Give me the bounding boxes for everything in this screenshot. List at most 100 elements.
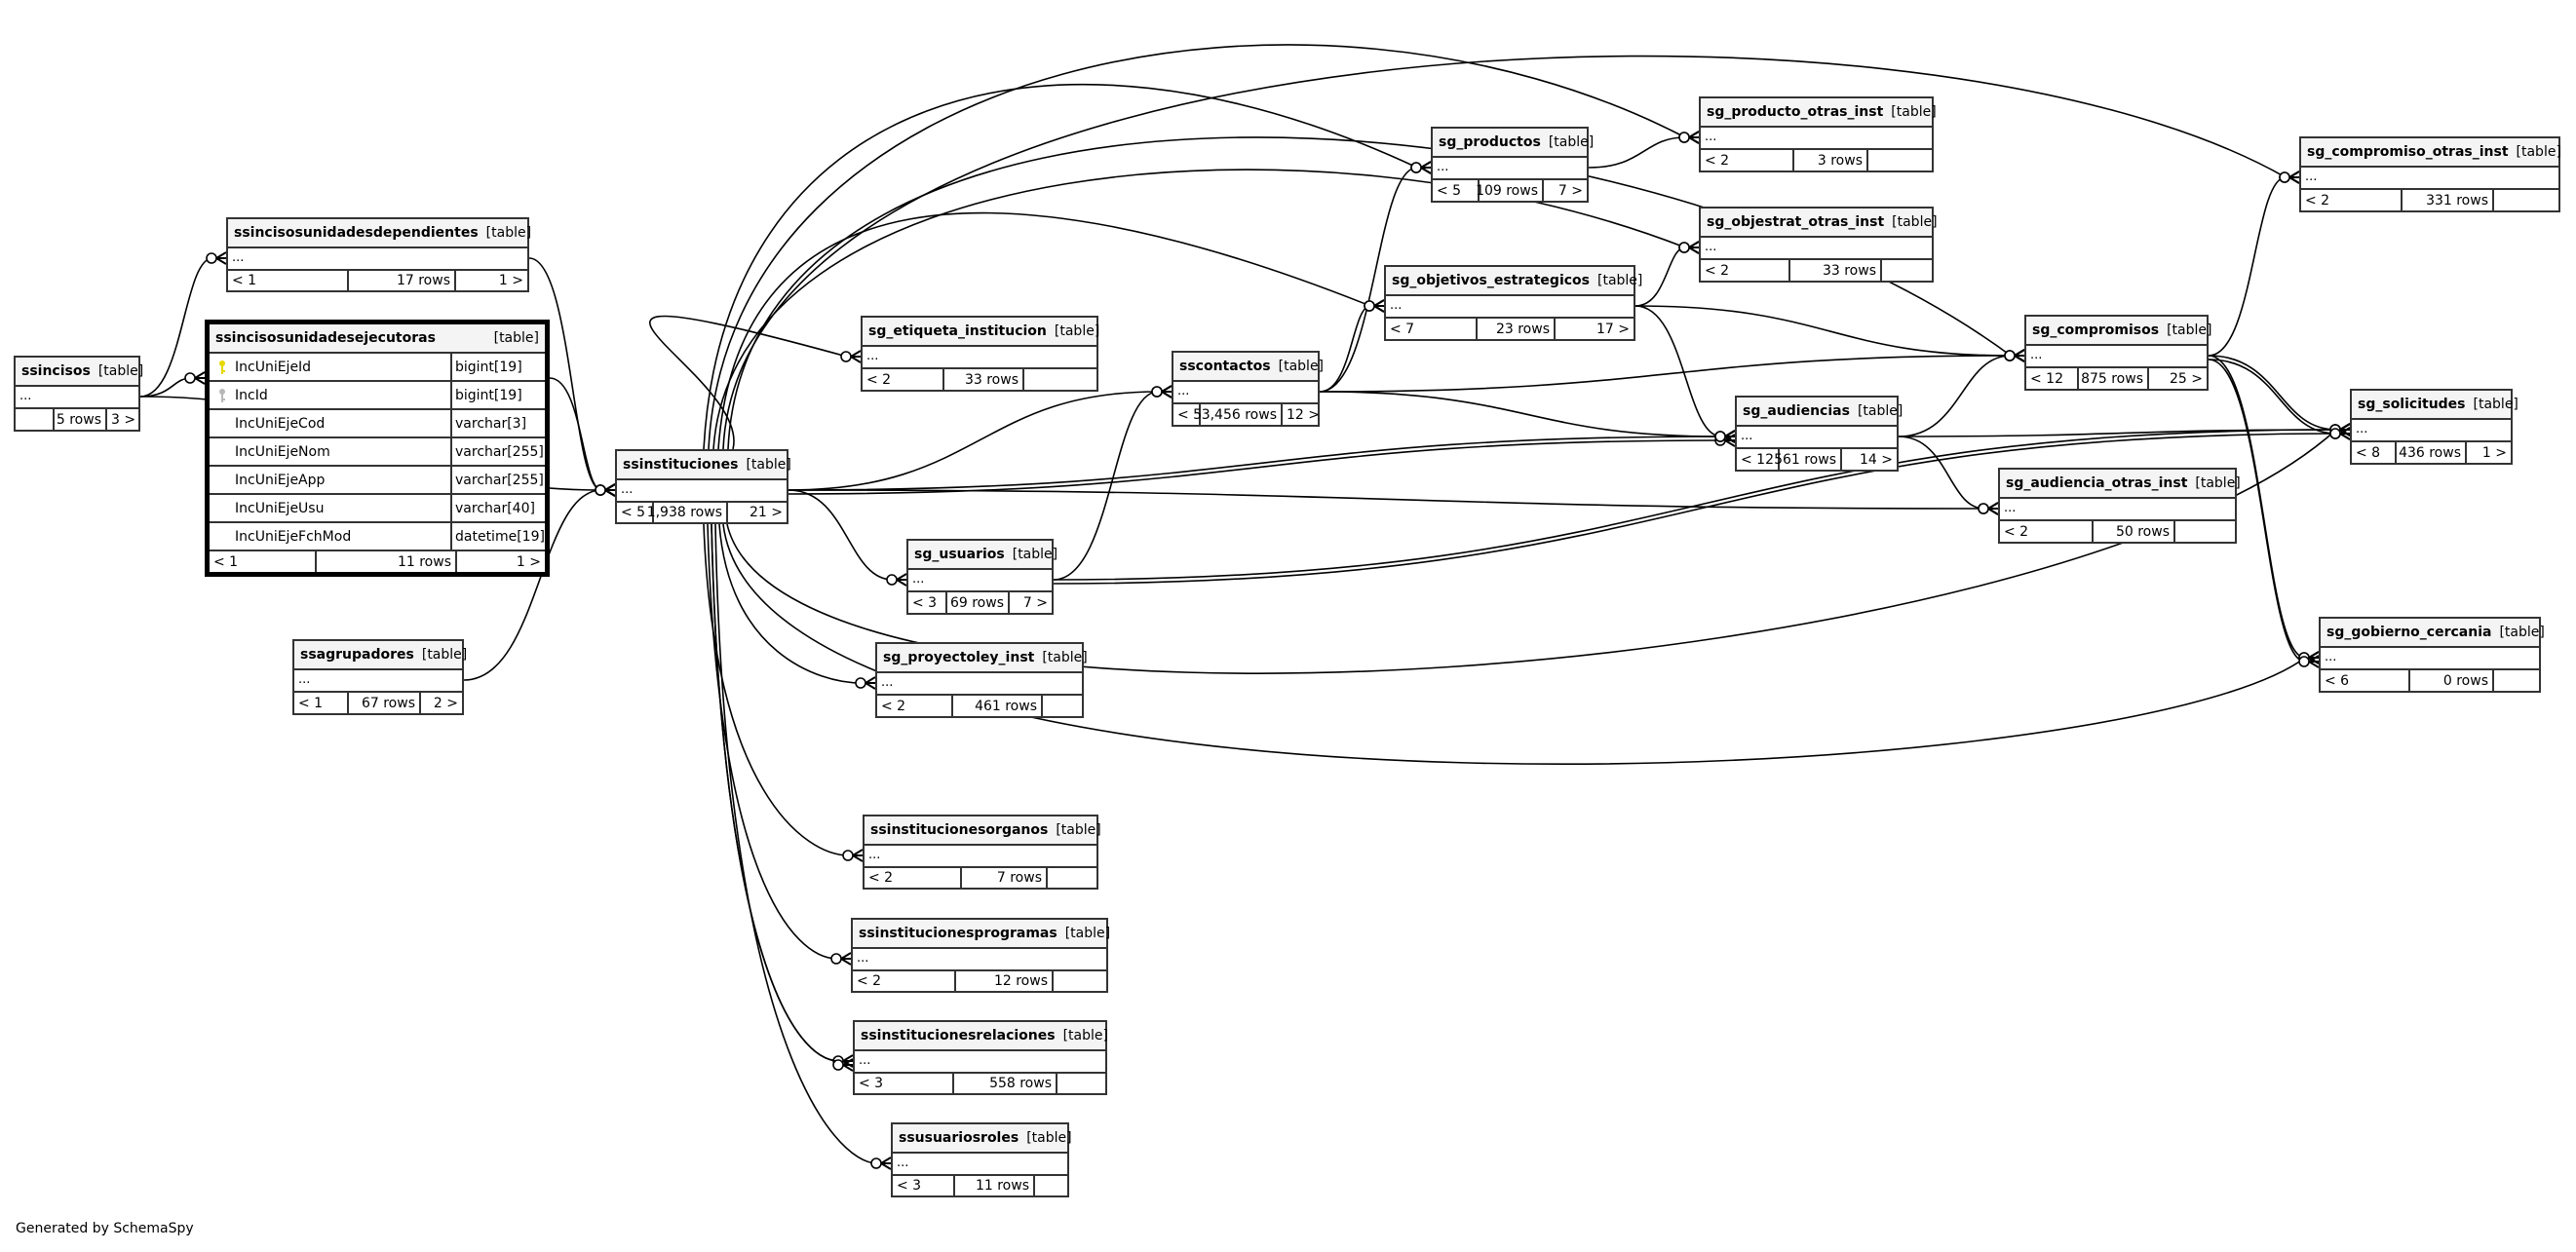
relationship-edge[interactable] (1588, 136, 1686, 169)
table-header[interactable]: sg_productos[table] (1433, 129, 1594, 158)
child-count-link[interactable] (1868, 150, 1932, 171)
relationship-edge[interactable] (1898, 355, 2012, 437)
relationship-edge[interactable] (788, 436, 1722, 491)
parent-count-link[interactable]: < 5 (1433, 180, 1480, 201)
table-name[interactable]: ssusuariosroles (899, 1130, 1019, 1146)
child-count-link[interactable]: 7 > (1557, 182, 1583, 199)
parent-count-link[interactable]: < 7 (1386, 319, 1478, 339)
parent-count-link[interactable]: < 2 (863, 369, 944, 390)
relationship-edge[interactable] (707, 523, 838, 960)
table-header[interactable]: sscontactos[table] (1173, 353, 1324, 382)
relationship-edge[interactable] (463, 489, 602, 681)
table-header[interactable]: ssinstitucionesrelaciones[table] (855, 1022, 1108, 1051)
table-header[interactable]: ssusuariosroles[table] (893, 1124, 1072, 1154)
child-count-link[interactable]: 1 > (516, 553, 541, 570)
table-header[interactable]: ssagrupadores[table] (294, 641, 467, 670)
parent-count-link[interactable] (16, 409, 55, 430)
table-name[interactable]: ssinstitucionesorganos (870, 822, 1049, 838)
table-header[interactable]: ssinstituciones[table] (617, 451, 791, 480)
table-header[interactable]: sg_compromisos[table] (2026, 317, 2211, 346)
table-name[interactable]: sg_compromiso_otras_inst (2307, 144, 2509, 160)
parent-count-link[interactable]: < 3 (855, 1074, 954, 1093)
table-header[interactable]: sg_usuarios[table] (908, 541, 1057, 570)
relationship-edge[interactable] (722, 55, 2287, 450)
table-name[interactable]: ssinstitucionesrelaciones (861, 1028, 1056, 1043)
table-name[interactable]: sg_gobierno_cercania (2326, 625, 2492, 640)
table-name[interactable]: sg_productos (1439, 134, 1541, 150)
relationship-edge[interactable] (2208, 176, 2287, 357)
child-count-link[interactable]: 12 > (1287, 406, 1320, 423)
child-count-link[interactable]: 2 > (433, 695, 458, 711)
table-header[interactable]: ssincisosunidadesejecutoras[table] (210, 324, 545, 354)
child-count-link[interactable] (1057, 1074, 1105, 1093)
child-count-link[interactable]: 21 > (750, 505, 783, 520)
table-name[interactable]: ssincisosunidadesejecutoras (215, 330, 436, 346)
table-header[interactable]: ssincisosunidadesdependientes[table] (228, 219, 531, 248)
table-ssincisosunidadesdependientes[interactable]: ssincisosunidadesdependientes[table]...<… (226, 217, 531, 292)
table-header[interactable]: sg_producto_otras_inst[table] (1701, 98, 1937, 128)
relationship-edge[interactable] (1634, 247, 1686, 307)
table-header[interactable]: sg_etiqueta_institucion[table] (863, 318, 1099, 347)
relationship-edge[interactable] (139, 257, 213, 398)
table-name[interactable]: sg_usuarios (914, 547, 1005, 562)
child-count-link[interactable] (2175, 521, 2235, 542)
relationship-edge[interactable] (788, 439, 1722, 495)
child-count-link[interactable] (1024, 369, 1096, 390)
child-count-link[interactable]: 17 > (1596, 321, 1630, 337)
child-count-link[interactable]: 1 > (2481, 444, 2507, 461)
table-header[interactable]: sg_gobierno_cercania[table] (2321, 619, 2545, 648)
relationship-edge[interactable] (711, 523, 840, 1062)
table-name[interactable]: sg_proyectoley_inst (883, 650, 1035, 665)
relationship-edge[interactable] (1319, 355, 2012, 393)
relationship-edge[interactable] (717, 211, 1371, 450)
relationship-edge[interactable] (1053, 433, 2337, 585)
relationship-edge[interactable] (549, 377, 602, 491)
table-header[interactable]: ssincisos[table] (16, 358, 143, 387)
relationship-edge[interactable] (2208, 359, 2306, 663)
child-count-link[interactable]: 25 > (2170, 370, 2203, 387)
child-count-link[interactable]: 1 > (498, 273, 523, 288)
table-name[interactable]: ssincisosunidadesdependientes (234, 225, 479, 241)
relationship-edge[interactable] (1319, 391, 1722, 437)
table-name[interactable]: sg_etiqueta_institucion (868, 323, 1047, 339)
table-ssincisosunidadesejecutoras[interactable]: ssincisosunidadesejecutoras[table]IncUni… (205, 320, 550, 577)
parent-count-link[interactable]: < 2 (2301, 190, 2403, 210)
table-header[interactable]: sg_compromiso_otras_inst[table] (2301, 138, 2561, 168)
parent-count-link[interactable]: < 2 (853, 971, 956, 991)
table-name[interactable]: sg_compromisos (2032, 322, 2160, 338)
relationship-edge[interactable] (1634, 305, 1722, 437)
relationship-edge[interactable] (788, 489, 894, 581)
table-name[interactable]: sg_objetivos_estrategicos (1392, 273, 1590, 288)
table-name[interactable]: ssagrupadores (300, 647, 414, 663)
table-name[interactable]: sg_producto_otras_inst (1707, 104, 1884, 120)
relationship-edge[interactable] (649, 315, 848, 450)
table-header[interactable]: sg_objetivos_estrategicos[table] (1386, 267, 1642, 296)
table-header[interactable]: sg_solicitudes[table] (2352, 391, 2518, 420)
relationship-edge[interactable] (1319, 305, 1371, 393)
relationship-edge[interactable] (1053, 391, 1159, 581)
parent-count-link[interactable]: < 2 (2000, 521, 2094, 542)
parent-count-link[interactable]: < 3 (908, 592, 947, 613)
table-name[interactable]: ssinstituciones (623, 457, 739, 473)
relationship-edge[interactable] (2208, 359, 2337, 435)
parent-count-link[interactable]: < 1 (294, 693, 349, 713)
relationship-edge[interactable] (714, 523, 878, 1164)
parent-count-link[interactable]: < 2 (877, 696, 953, 716)
relationship-edge[interactable] (139, 377, 192, 398)
